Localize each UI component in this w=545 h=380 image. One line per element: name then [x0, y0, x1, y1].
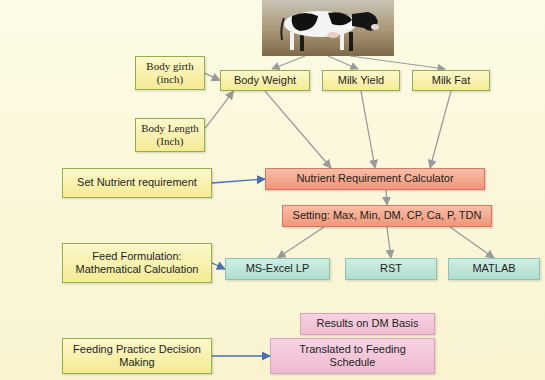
flow-arrow — [450, 227, 494, 258]
photo-arrow — [350, 56, 445, 69]
photo-ground — [262, 0, 394, 56]
tool-box: MATLAB — [448, 258, 540, 280]
flow-arrow — [205, 91, 234, 128]
process-box: Setting: Max, Min, DM, CP, Ca, P, TDN — [282, 205, 492, 227]
input-box: Body Length (Inch) — [135, 118, 205, 152]
stage-box: Feeding Practice Decision Making — [62, 338, 212, 374]
result-box: Translated to Feeding Schedule — [270, 338, 435, 374]
flow-arrow — [205, 73, 220, 80]
box-text: RST — [380, 262, 402, 275]
box-text: Feeding Practice Decision Making — [68, 343, 206, 369]
box-text: Body girth (inch) — [141, 60, 199, 86]
result-box: Results on DM Basis — [300, 313, 435, 335]
process-box: Nutrient Requirement Calculator — [265, 168, 485, 190]
flow-arrow — [265, 91, 331, 168]
input-box: Body girth (inch) — [135, 56, 205, 90]
tool-box: MS-Excel LP — [225, 258, 330, 280]
flow-arrow — [387, 227, 391, 258]
box-text: Results on DM Basis — [316, 317, 418, 330]
flow-arrow — [212, 263, 225, 269]
box-text: Feed Formulation: Mathematical Calculati… — [68, 250, 206, 276]
box-text: MATLAB — [472, 262, 515, 275]
flow-arrow — [386, 190, 387, 205]
stage-box: Set Nutrient requirement — [62, 168, 212, 198]
box-text: Body Length (Inch) — [141, 122, 199, 148]
box-text: Translated to Feeding Schedule — [276, 343, 429, 369]
flow-arrow — [361, 91, 375, 168]
box-text: Milk Yield — [338, 74, 384, 87]
parameter-box: Milk Fat — [412, 70, 490, 91]
flow-arrow — [430, 91, 451, 168]
box-text: MS-Excel LP — [246, 262, 310, 275]
flow-arrow — [212, 355, 270, 356]
box-text: Body Weight — [234, 74, 296, 87]
flow-arrow — [212, 179, 265, 183]
box-text: Milk Fat — [432, 74, 471, 87]
tool-box: RST — [345, 258, 437, 280]
photo-arrow — [272, 56, 305, 69]
parameter-box: Milk Yield — [322, 70, 400, 91]
stage-box: Feed Formulation: Mathematical Calculati… — [62, 243, 212, 283]
box-text: Nutrient Requirement Calculator — [296, 172, 453, 185]
photo-arrow — [328, 56, 358, 69]
parameter-box: Body Weight — [220, 70, 310, 91]
box-text: Set Nutrient requirement — [77, 176, 197, 189]
flow-arrow — [278, 227, 325, 258]
cow-figure — [281, 11, 379, 51]
box-text: Setting: Max, Min, DM, CP, Ca, P, TDN — [293, 209, 482, 222]
